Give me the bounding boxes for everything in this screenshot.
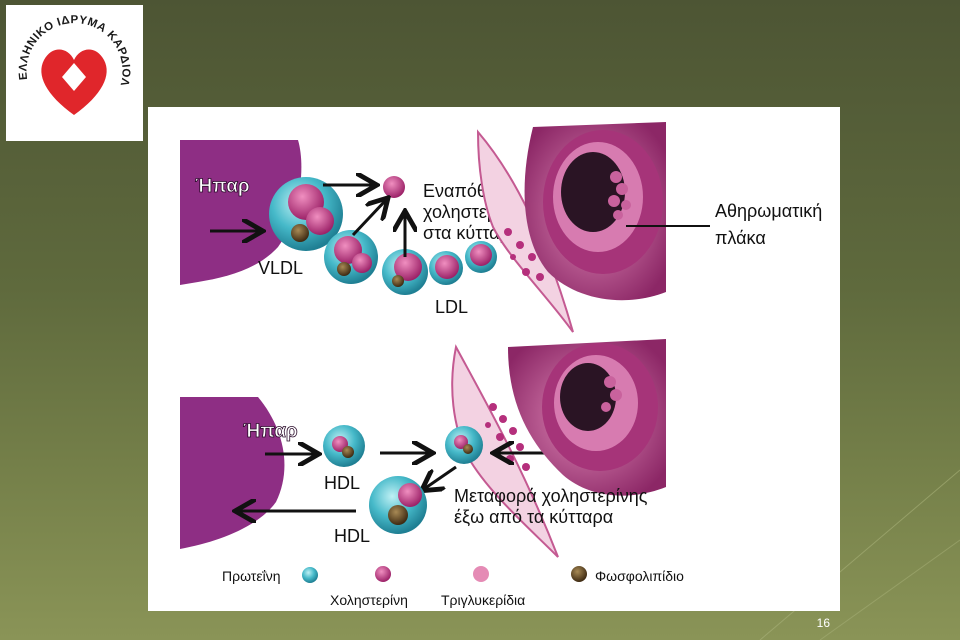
liver-top — [180, 140, 302, 285]
deposited-cholesterol — [383, 176, 405, 198]
vldl-label: VLDL — [258, 258, 303, 278]
liver-bottom — [180, 397, 285, 549]
transport-label: Μεταφορά χοληστερίνης έξω από τα κύτταρα — [454, 486, 652, 527]
legend-phospholipid-label: Φωσφολιπίδιο — [595, 568, 684, 584]
endothelial-cell-top — [476, 129, 574, 333]
arrow-to-hdl-2 — [424, 465, 457, 489]
legend-triglycerides-label: Τριγλυκερίδια — [441, 592, 525, 608]
vldl-particle — [269, 177, 343, 251]
plaque-label: Αθηρωματική πλάκα — [715, 201, 827, 248]
liver-label-bottom: Ήπαρ — [243, 421, 298, 442]
transport-label-line-1: Μεταφορά χοληστερίνης — [454, 486, 648, 506]
arrow-deposit-2 — [351, 200, 386, 237]
legend-protein-swatch — [302, 567, 318, 583]
transport-label-line-2: έξω από τα κύτταρα — [454, 507, 613, 527]
legend-phospholipid-swatch — [571, 566, 587, 582]
heart-icon — [41, 49, 107, 115]
legend-protein-label: Πρωτεΐνη — [222, 568, 280, 584]
artery-cross-section-top — [524, 122, 666, 301]
particle-1 — [324, 230, 378, 284]
ldl-label: LDL — [435, 297, 468, 317]
lipoprotein-diagram: Ήπαρ VLDL LDL — [148, 107, 840, 611]
liver-label-top: Ήπαρ — [195, 176, 250, 197]
legend-triglycerides-swatch — [473, 566, 489, 582]
plaque-label-line-2: πλάκα — [715, 228, 766, 248]
hdl-particle-2 — [369, 476, 427, 534]
legend: Πρωτεΐνη Χοληστερίνη Τριγλυκερίδια Φωσφο… — [222, 566, 684, 608]
hdl-particle-in-cell — [445, 426, 483, 464]
legend-cholesterol-label: Χοληστερίνη — [330, 592, 408, 608]
legend-cholesterol-swatch — [375, 566, 391, 582]
foundation-logo: ΕΛΛΗΝΙΚΟ ΙΔΡΥΜΑ ΚΑΡΔΙΟΛΟΓΙΑΣ • 1991 • — [1, 0, 143, 141]
slide-number: 16 — [816, 616, 830, 630]
hdl-label-2: HDL — [334, 526, 370, 546]
particle-ldl-2 — [465, 241, 497, 273]
cell-granules-top — [504, 228, 544, 281]
particle-ldl-1 — [429, 251, 463, 285]
hdl-particle-1 — [323, 425, 365, 467]
plaque-label-line-1: Αθηρωματική — [715, 201, 822, 221]
particle-2 — [382, 249, 428, 295]
hdl-label-1: HDL — [324, 473, 360, 493]
artery-cross-section-bottom — [508, 339, 666, 496]
